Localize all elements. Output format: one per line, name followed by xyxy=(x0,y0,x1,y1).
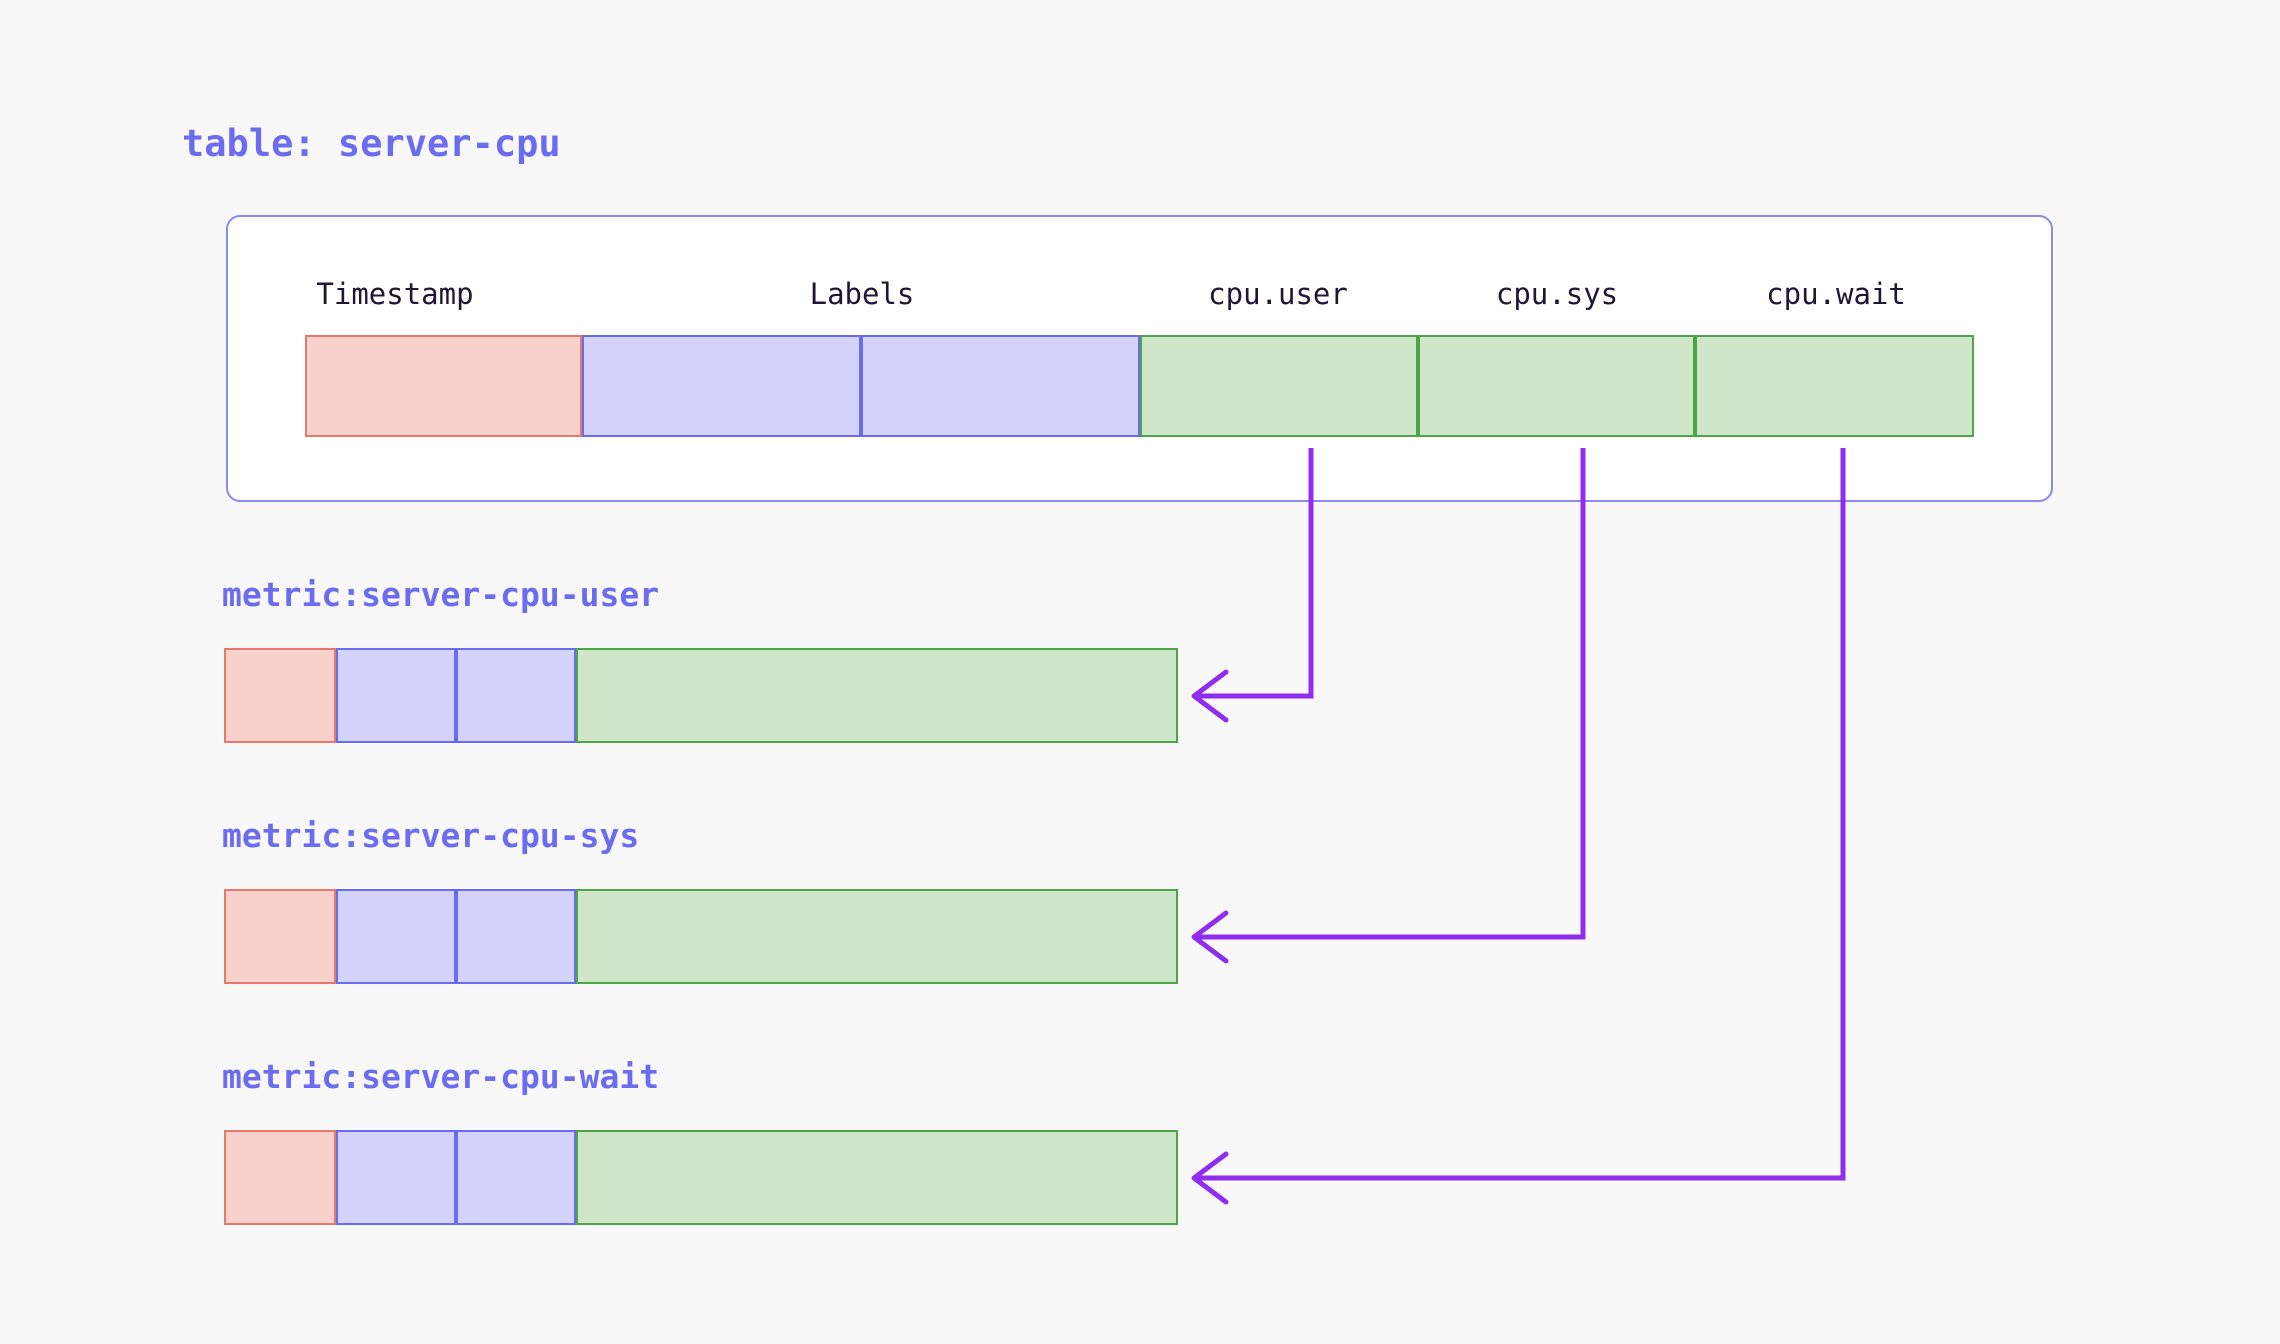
table-cell-labels-2 xyxy=(861,335,1140,437)
metric-cell-label-2 xyxy=(456,1130,576,1225)
metric-cell-value xyxy=(576,648,1178,743)
metric-cell-label-1 xyxy=(336,648,456,743)
column-header-cpu-wait: cpu.wait xyxy=(1766,277,1906,311)
metric-title-server-cpu-user: metric:server-cpu-user xyxy=(222,575,660,614)
metric-cell-label-2 xyxy=(456,889,576,984)
cpu-user-arrowhead xyxy=(1191,669,1229,723)
metric-cell-timestamp xyxy=(224,648,336,743)
metric-cell-timestamp xyxy=(224,889,336,984)
metric-cell-value xyxy=(576,889,1178,984)
metric-cell-label-1 xyxy=(336,1130,456,1225)
metric-cell-label-1 xyxy=(336,889,456,984)
cpu-wait-connector xyxy=(1196,448,1846,1181)
metric-title-server-cpu-sys: metric:server-cpu-sys xyxy=(222,816,640,855)
cpu-wait-arrowhead xyxy=(1191,1151,1229,1205)
metric-cell-value xyxy=(576,1130,1178,1225)
table-cell-timestamp xyxy=(305,335,582,437)
table-cell-labels-1 xyxy=(582,335,861,437)
table-cell-cpu-wait xyxy=(1695,335,1974,437)
column-header-labels: Labels xyxy=(809,277,915,311)
column-header-timestamp: Timestamp xyxy=(316,277,474,311)
column-header-cpu-sys: cpu.sys xyxy=(1495,277,1619,311)
column-header-cpu-user: cpu.user xyxy=(1208,277,1348,311)
table-cell-cpu-user xyxy=(1140,335,1418,437)
cpu-sys-connector xyxy=(1196,448,1586,940)
table-title: table: server-cpu xyxy=(182,122,561,165)
metric-title-server-cpu-wait: metric:server-cpu-wait xyxy=(222,1057,660,1096)
table-cell-cpu-sys xyxy=(1418,335,1695,437)
metric-cell-label-2 xyxy=(456,648,576,743)
metric-cell-timestamp xyxy=(224,1130,336,1225)
cpu-sys-arrowhead xyxy=(1191,910,1229,964)
